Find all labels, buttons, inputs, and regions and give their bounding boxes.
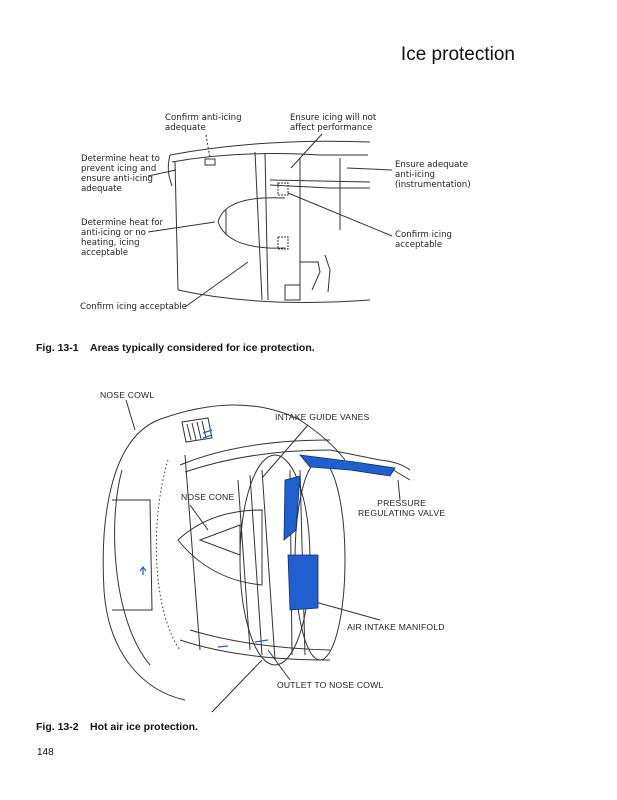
label-determine-heat-anti-icing: Determine heat for anti-icing or no heat… [81, 218, 164, 258]
cowl-inner [114, 469, 151, 666]
nacelle-top-inner [171, 153, 368, 163]
label-nose-cowl: NOSE COWL [100, 390, 155, 400]
cowl-perforations [155, 459, 181, 651]
duct-manifold [287, 554, 319, 611]
label-intake-guide-vanes: INTAKE GUIDE VANES [275, 412, 370, 422]
figure-2-caption: Fig. 13-2 Hot air ice protection. [36, 721, 198, 733]
nacelle-left-edge [174, 161, 179, 291]
label-ensure-icing-performance: Ensure icing will not affect performance [290, 113, 377, 133]
label-outlet-to-nose-cowl: OUTLET TO NOSE COWL [277, 680, 384, 690]
duct-vertical-upper [283, 475, 301, 541]
hot-air-ducts [283, 454, 396, 611]
page-header-title: Ice protection [400, 44, 515, 65]
label-pressure-regulating-valve: PRESSURE REGULATING VALVE [358, 498, 446, 518]
label-confirm-icing-acceptable-bottom: Confirm icing acceptable [80, 302, 187, 312]
nacelle-bottom [177, 289, 371, 303]
page-number: 148 [37, 747, 54, 758]
nose-cone-shape [177, 509, 263, 586]
airflow-arrows [139, 429, 269, 648]
figure-1-caption: Fig. 13-1 Areas typically considered for … [36, 342, 315, 354]
label-air-intake-manifold: AIR INTAKE MANIFOLD [347, 622, 445, 632]
figure-1-caption-text: Areas typically considered for ice prote… [90, 342, 315, 354]
figure-1-number: Fig. 13-1 [36, 342, 79, 354]
nacelle-top-outer [169, 140, 371, 156]
label-nose-cone: NOSE CONE [181, 492, 235, 502]
cowl-outer [102, 419, 186, 701]
duct-upper [299, 454, 396, 477]
label-ensure-adequate-anti-icing: Ensure adequate anti-icing (instrumentat… [395, 160, 471, 190]
label-confirm-anti-icing: Confirm anti-icing adequate [165, 113, 242, 133]
label-determine-heat-prevent: Determine heat to prevent icing and ensu… [81, 154, 160, 194]
spinner-bottom [217, 221, 286, 249]
spinner-top [217, 197, 286, 223]
label-confirm-icing-acceptable-right: Confirm icing acceptable [395, 230, 453, 250]
figure-2-caption-text: Hot air ice protection. [90, 721, 198, 733]
figure-2-number: Fig. 13-2 [36, 721, 79, 733]
